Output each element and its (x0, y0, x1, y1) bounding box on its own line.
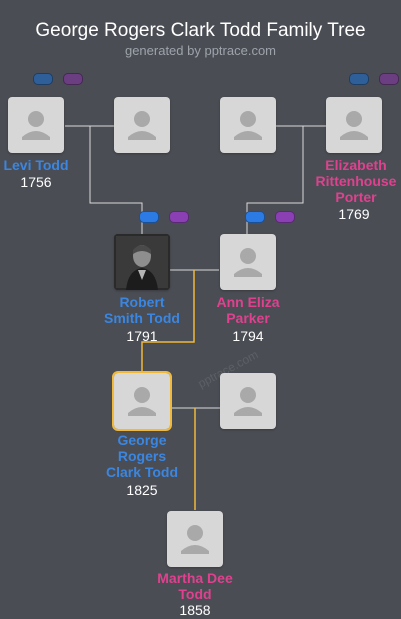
person-birth-year: 1791 (126, 328, 158, 344)
person-name-line: Robert (119, 294, 165, 310)
expand-descendants-icon[interactable] (379, 73, 399, 85)
expand-ancestors-icon[interactable] (245, 211, 265, 223)
person-birth-year: 1825 (126, 482, 158, 498)
person-name-line: Parker (226, 310, 270, 326)
person-name: George Rogers Clark Todd (87, 432, 197, 480)
person-birth-year: 1769 (338, 206, 370, 222)
person-name-line: Smith Todd (104, 310, 180, 326)
person-card-levi-spouse[interactable] (114, 97, 170, 153)
person-name: Elizabeth Rittenhouse Porter (301, 157, 401, 205)
expand-ancestors-icon[interactable] (139, 211, 159, 223)
person-silhouette-icon (234, 111, 262, 140)
person-card-robert-smith-todd[interactable] (114, 234, 170, 290)
person-silhouette-icon (22, 111, 50, 140)
expand-descendants-icon[interactable] (63, 73, 83, 85)
person-name: Martha Dee Todd (140, 570, 250, 602)
person-name-line: Elizabeth (325, 157, 387, 173)
page-subtitle: generated by pptrace.com (124, 43, 277, 58)
page-title: George Rogers Clark Todd Family Tree (35, 20, 366, 41)
person-name: Ann Eliza Parker (193, 294, 303, 326)
person-card-ann-eliza-parker[interactable] (220, 234, 276, 290)
person-name-line: Martha Dee (157, 570, 233, 586)
person-birth-year: 1794 (232, 328, 264, 344)
link-robert-to-george (141, 270, 195, 372)
person-card-george-spouse[interactable] (220, 373, 276, 429)
person-name-line: Clark Todd (105, 464, 179, 480)
expand-descendants-icon[interactable] (275, 211, 295, 223)
person-silhouette-icon (234, 387, 262, 416)
person-name-line: Rittenhouse (315, 173, 397, 189)
person-name-line: Rogers (117, 448, 167, 464)
expand-ancestors-icon[interactable] (33, 73, 53, 85)
person-card-martha-dee-todd[interactable] (167, 511, 223, 567)
person-silhouette-icon (181, 525, 209, 554)
person-silhouette-icon (340, 111, 368, 140)
person-card-levi-todd[interactable] (8, 97, 64, 153)
person-card-george-rogers-clark-todd[interactable] (112, 371, 172, 431)
person-card-elizabeth-porter[interactable] (326, 97, 382, 153)
expand-descendants-icon[interactable] (169, 211, 189, 223)
person-name-line: Porter (335, 189, 377, 205)
person-name-line: George (117, 432, 167, 448)
person-name-line: Ann Eliza (216, 294, 280, 310)
portrait-photo (114, 234, 170, 290)
person-birth-year: 1756 (20, 174, 52, 190)
expand-ancestors-icon[interactable] (349, 73, 369, 85)
person-name-line: Todd (178, 586, 212, 602)
person-name: Robert Smith Todd (87, 294, 197, 326)
person-silhouette-icon (128, 111, 156, 140)
person-name: Levi Todd (3, 157, 69, 173)
person-birth-year: 1858 (179, 602, 211, 618)
person-card-porter-spouse[interactable] (220, 97, 276, 153)
person-silhouette-icon (128, 387, 156, 416)
person-silhouette-icon (234, 248, 262, 277)
